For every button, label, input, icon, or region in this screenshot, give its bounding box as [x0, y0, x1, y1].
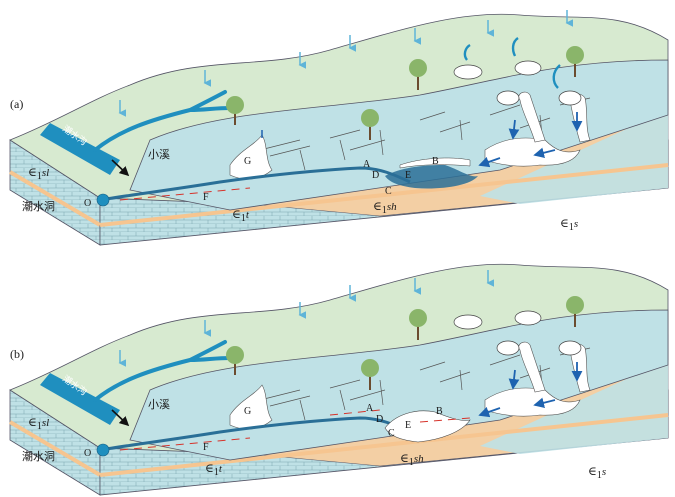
formation-right: ∈1s: [588, 464, 606, 481]
svg-text:∈1sh: ∈1sh: [373, 199, 397, 216]
point-O: O: [84, 448, 91, 459]
point-E: E: [405, 170, 411, 181]
water-pool: [385, 165, 478, 189]
point-D: D: [376, 414, 383, 425]
point-A: A: [366, 403, 374, 414]
point-A: A: [363, 159, 371, 170]
stream-label: 小溪: [148, 148, 170, 161]
formation-middle: ∈1t: [205, 461, 223, 478]
svg-text:∈1s: ∈1s: [560, 216, 578, 233]
point-D: D: [372, 170, 379, 181]
cave-label: 潮水洞: [22, 199, 55, 213]
point-C: C: [385, 186, 392, 197]
svg-text:∈1sl: ∈1sl: [28, 415, 49, 432]
formation-shale: ∈1sh: [400, 451, 424, 468]
point-C: C: [388, 428, 395, 439]
svg-text:∈1t: ∈1t: [205, 461, 223, 478]
point-F: F: [203, 192, 209, 203]
cave-label: 潮水洞: [22, 449, 55, 463]
stream-label: 小溪: [148, 398, 170, 411]
panel-label: (a): [10, 97, 23, 111]
point-E: E: [405, 420, 411, 431]
svg-text:∈1s: ∈1s: [588, 464, 606, 481]
point-B: B: [436, 406, 443, 417]
formation-middle: ∈1t: [232, 207, 250, 224]
panel-a: (a) 小溪 潮水洞 潮水沟 O F G A D E C B ∈1sl ∈1t …: [10, 10, 668, 245]
point-G: G: [244, 156, 251, 167]
dry-cave: [384, 410, 471, 443]
panel-b: (b) 小溪 潮水洞 潮水沟 O F G A D E C B ∈1sl ∈1t …: [10, 264, 668, 495]
formation-left: ∈1sl: [28, 165, 49, 182]
svg-text:∈1sl: ∈1sl: [28, 165, 49, 182]
formation-shale: ∈1sh: [373, 199, 397, 216]
svg-text:∈1sh: ∈1sh: [400, 451, 424, 468]
point-O: O: [84, 198, 91, 209]
panel-label: (b): [10, 347, 24, 361]
formation-right: ∈1s: [560, 216, 578, 233]
point-G: G: [244, 406, 251, 417]
point-B: B: [432, 156, 439, 167]
svg-text:∈1t: ∈1t: [232, 207, 250, 224]
formation-left: ∈1sl: [28, 415, 49, 432]
point-F: F: [203, 442, 209, 453]
